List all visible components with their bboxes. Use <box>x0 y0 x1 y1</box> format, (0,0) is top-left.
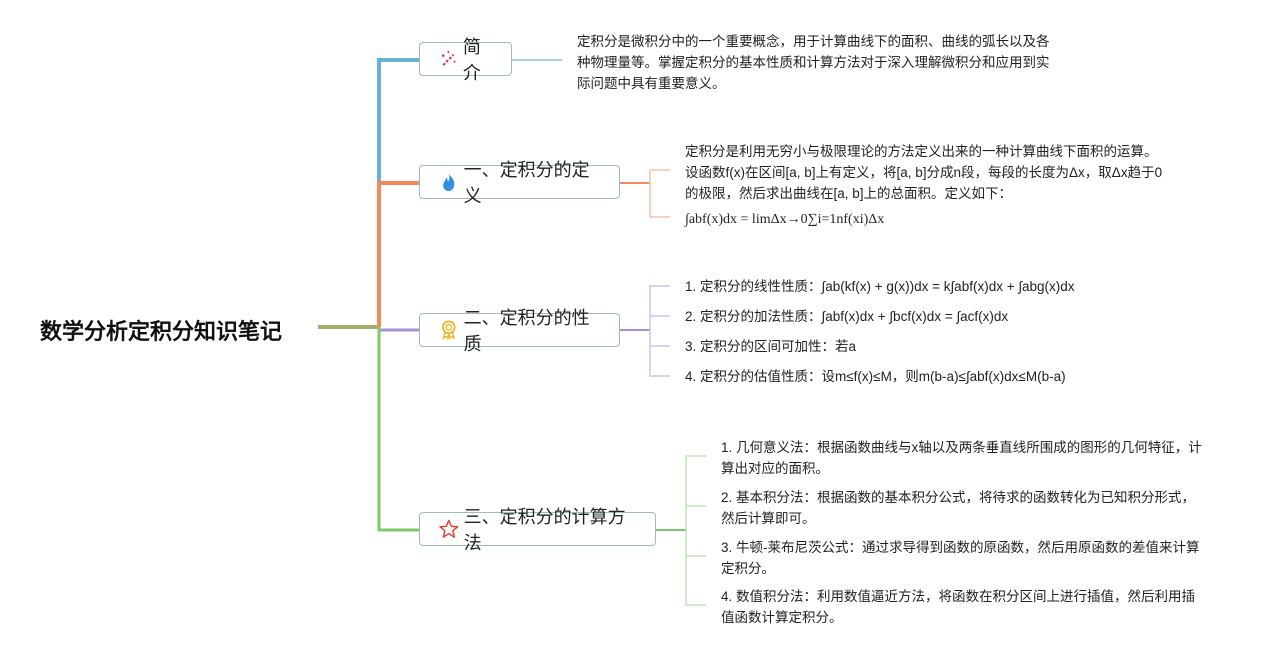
text-line: 然后计算即可。 <box>721 511 816 526</box>
text-line: 算出对应的面积。 <box>721 461 829 476</box>
magic-wand-icon <box>441 51 456 66</box>
text-line: 4. 数值积分法：利用数值逼近方法，将函数在积分区间上进行插值，然后利用插 <box>721 589 1196 604</box>
text-line: 3. 牛顿-莱布尼茨公式：通过求导得到函数的原函数，然后用原函数的差值来计算 <box>721 540 1200 555</box>
award-icon <box>442 320 456 340</box>
property-item: 2. 定积分的加法性质：∫abf(x)dx + ∫bcf(x)dx = ∫acf… <box>685 309 1009 324</box>
definition-formula: ∫abf(x)dx = limΔx→0∑i=1nf(xi)Δx <box>685 212 885 227</box>
branch-intro[interactable]: 简介 <box>419 37 512 83</box>
method-item: 4. 数值积分法：利用数值逼近方法，将函数在积分区间上进行插值，然后利用插 值函… <box>721 586 1195 628</box>
text-line: 的极限，然后求出曲线在[a, b]上的总面积。定义如下： <box>685 186 1013 201</box>
intro-text: 定积分是微积分中的一个重要概念，用于计算曲线下的面积、曲线的弧长以及各 种物理量… <box>577 31 1050 94</box>
branch-label: 一、定积分的定义 <box>463 160 590 206</box>
text-line: 定积分是微积分中的一个重要概念，用于计算曲线下的面积、曲线的弧长以及各 <box>577 34 1050 49</box>
property-item: 1. 定积分的线性性质：∫ab(kf(x) + g(x))dx = k∫abf(… <box>685 279 1075 294</box>
text-line: 种物理量等。掌握定积分的基本性质和计算方法对于深入理解微积分和应用到实 <box>577 55 1050 70</box>
text-line: 值函数计算定积分。 <box>721 610 843 625</box>
branch-definition[interactable]: 一、定积分的定义 <box>419 160 620 206</box>
star-icon <box>439 519 459 538</box>
root-topic[interactable]: 数学分析定积分知识笔记 <box>40 319 283 344</box>
text-line: 设函数f(x)在区间[a, b]上有定义，将[a, b]分成n段，每段的长度为Δ… <box>685 165 1163 180</box>
text-line: 定积分是利用无穷小与极限理论的方法定义出来的一种计算曲线下面积的运算。 <box>685 144 1158 159</box>
method-item: 1. 几何意义法：根据函数曲线与x轴以及两条垂直线所围成的图形的几何特征，计 算… <box>721 437 1202 479</box>
method-item: 2. 基本积分法：根据函数的基本积分公式，将待求的函数转化为已知积分形式， 然后… <box>721 487 1195 529</box>
branch-label: 三、定积分的计算方法 <box>463 507 626 553</box>
method-item: 3. 牛顿-莱布尼茨公式：通过求导得到函数的原函数，然后用原函数的差值来计算 定… <box>721 537 1200 579</box>
branch-label: 二、定积分的性质 <box>463 308 590 354</box>
text-line: 际问题中具有重要意义。 <box>577 76 726 91</box>
branch-properties[interactable]: 二、定积分的性质 <box>419 308 620 354</box>
fire-icon <box>443 172 455 192</box>
text-line: 定积分。 <box>721 561 775 576</box>
text-line: 2. 基本积分法：根据函数的基本积分公式，将待求的函数转化为已知积分形式， <box>721 490 1196 505</box>
branch-label: 简介 <box>462 37 481 83</box>
definition-text: 定积分是利用无穷小与极限理论的方法定义出来的一种计算曲线下面积的运算。 设函数f… <box>685 141 1162 204</box>
property-item: 3. 定积分的区间可加性：若a <box>685 339 857 354</box>
text-line: 1. 几何意义法：根据函数曲线与x轴以及两条垂直线所围成的图形的几何特征，计 <box>721 440 1202 455</box>
property-item: 4. 定积分的估值性质：设m≤f(x)≤M，则m(b-a)≤∫abf(x)dx≤… <box>685 369 1066 384</box>
branch-methods[interactable]: 三、定积分的计算方法 <box>419 507 656 553</box>
